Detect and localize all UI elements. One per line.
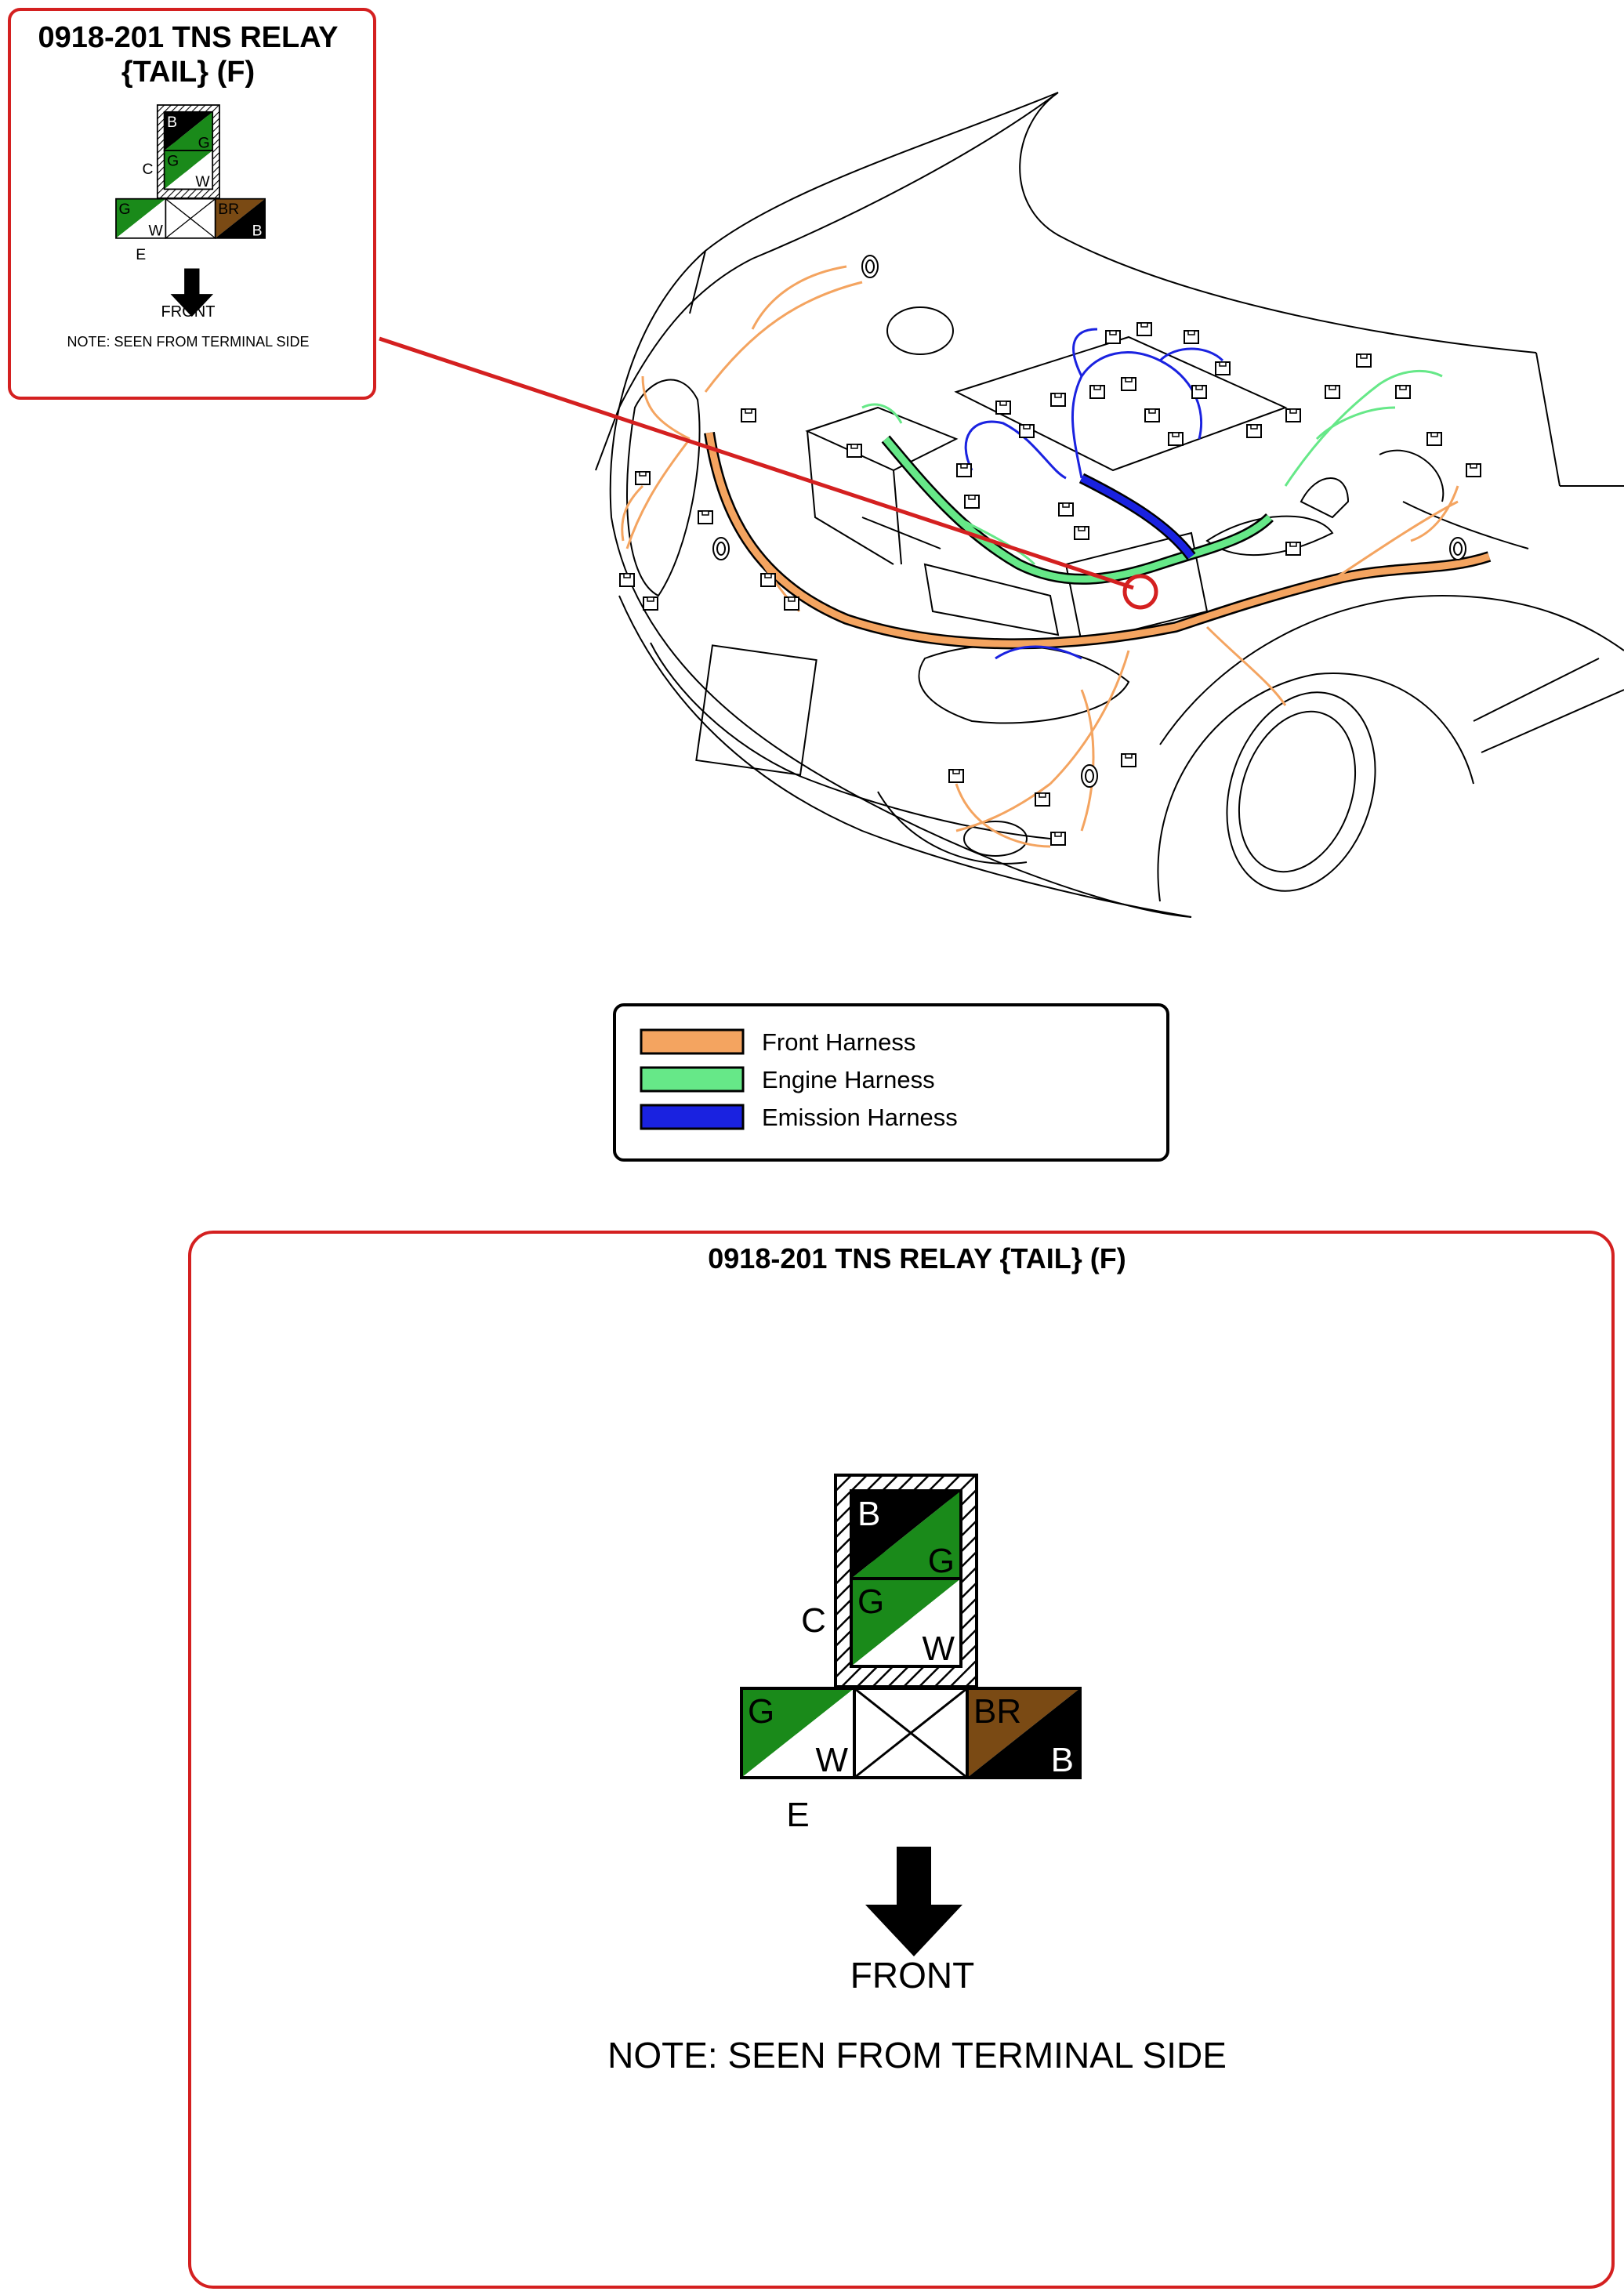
- emission-harness: [964, 328, 1224, 660]
- wheel-arch: [1157, 673, 1474, 902]
- terminal-color-code: W: [815, 1741, 848, 1779]
- terminal-color-code: BR: [218, 201, 239, 218]
- detail-front-label: FRONT: [850, 1955, 974, 1996]
- legend-label-front: Front Harness: [762, 1028, 915, 1056]
- legend-label-emission: Emission Harness: [762, 1104, 958, 1131]
- callout-title-line2: {TAIL} (F): [121, 56, 255, 89]
- relay-location-marker: [1122, 574, 1158, 610]
- detail-note: NOTE: SEEN FROM TERMINAL SIDE: [607, 2035, 1227, 2076]
- legend-item-emission-harness: Emission Harness: [640, 1104, 958, 1131]
- legend-item-engine-harness: Engine Harness: [640, 1066, 935, 1093]
- front-arrow-icon: [865, 1847, 962, 1956]
- detail-title: 0918-201 TNS RELAY {TAIL} (F): [708, 1242, 1126, 1274]
- headlamp: [626, 379, 701, 597]
- legend-label-engine: Engine Harness: [762, 1066, 935, 1093]
- connector-upper-terminal-1: BG: [850, 1489, 962, 1580]
- connector-label-c: C: [801, 1601, 826, 1640]
- legend-swatch-front: [640, 1028, 745, 1055]
- callout-note: NOTE: SEEN FROM TERMINAL SIDE: [67, 334, 309, 350]
- legend-item-front-harness: Front Harness: [640, 1028, 915, 1056]
- terminal-color-code: G: [928, 1542, 955, 1580]
- connector-lower-terminal-2: [165, 198, 216, 239]
- connector-label-e: E: [786, 1796, 809, 1834]
- terminal-color-code: B: [252, 222, 263, 239]
- terminal-color-code: G: [167, 152, 179, 169]
- car-body-front: [609, 250, 1192, 918]
- legend-swatch-engine: [640, 1066, 745, 1093]
- license-plate: [695, 644, 817, 776]
- terminal-color-code: W: [149, 222, 164, 239]
- connector-upper-terminal-1: BG: [163, 111, 214, 152]
- terminal-color-code: B: [857, 1495, 880, 1533]
- connector-upper-terminal-2: GW: [850, 1577, 962, 1668]
- connector-upper-terminal-2: GW: [163, 150, 214, 190]
- terminal-color-code: BR: [973, 1692, 1021, 1731]
- callout-title-line1: 0918-201 TNS RELAY: [38, 21, 338, 54]
- terminal-color-code: G: [857, 1583, 884, 1621]
- connector-label-c: C: [142, 161, 153, 178]
- car-hood: [595, 92, 1537, 471]
- terminal-color-code: G: [198, 135, 210, 152]
- detail-panel: 0918-201 TNS RELAY {TAIL} (F) BGGWGWBRBC…: [188, 1231, 1615, 2289]
- engine-harness: [861, 369, 1443, 585]
- terminal-color-code: W: [195, 173, 210, 190]
- front-arrow-icon: [170, 268, 214, 317]
- callout-box: 0918-201 TNS RELAY {TAIL} (F) BGGWGWBRBC…: [8, 8, 376, 400]
- connector-lower-terminal-2: [853, 1687, 969, 1779]
- reservoir-cap: [886, 306, 954, 355]
- terminal-color-code: G: [748, 1692, 774, 1731]
- callout-front-label: FRONT: [161, 303, 216, 321]
- front-harness: [621, 265, 1492, 848]
- terminal-color-code: B: [1051, 1741, 1074, 1779]
- terminal-color-code: G: [119, 201, 131, 218]
- connector-label-e: E: [136, 246, 146, 263]
- harness-legend: Front Harness Engine Harness Emission Ha…: [613, 1003, 1169, 1162]
- legend-swatch-emission: [640, 1104, 745, 1130]
- callout-leader-line: [379, 336, 1134, 590]
- connector-lower-terminal-3: BR B: [214, 198, 266, 239]
- connector-lower-terminal-3: BR B: [966, 1687, 1082, 1779]
- connector-lower-terminal-1: GW: [115, 198, 167, 239]
- terminal-color-code: W: [922, 1630, 955, 1668]
- fender: [1159, 594, 1624, 745]
- connector-lower-terminal-1: GW: [740, 1687, 856, 1779]
- car-illustration: [595, 92, 1624, 918]
- wheel: [1226, 691, 1376, 892]
- terminal-color-code: B: [167, 114, 177, 131]
